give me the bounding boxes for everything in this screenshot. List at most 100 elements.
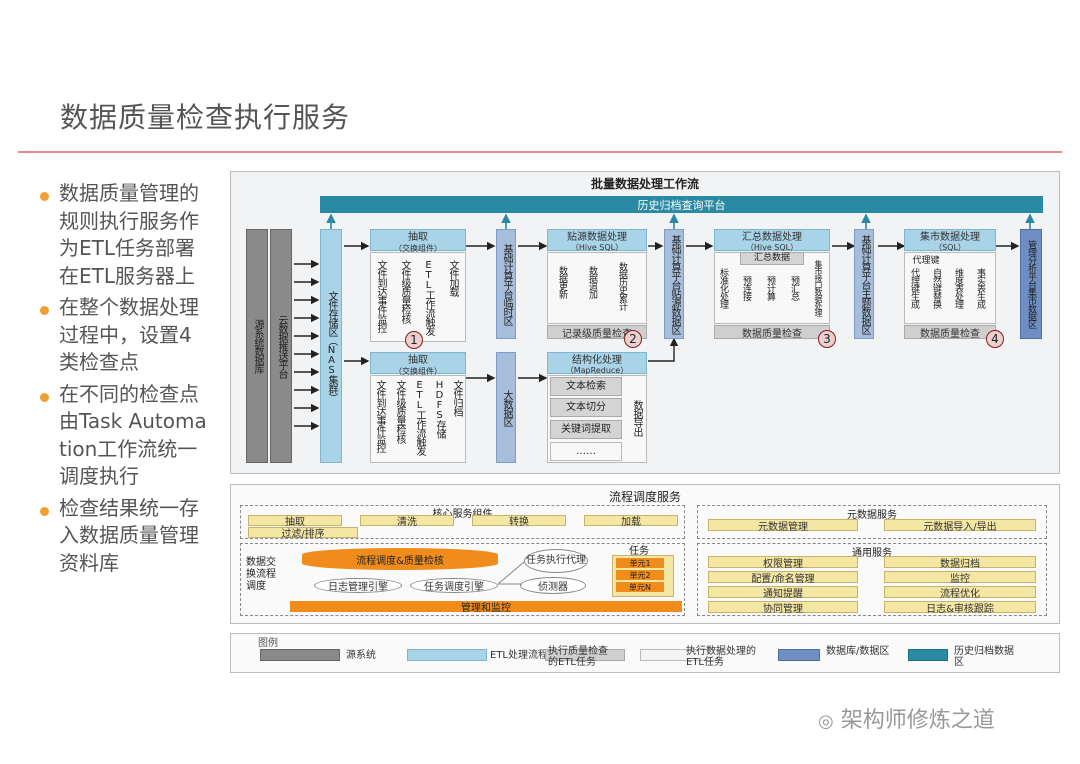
agg-proc-title: 汇总数据处理 — [742, 232, 802, 243]
agg-proc-item: 标准化处理 — [718, 268, 728, 308]
common-item: 权限管理 — [708, 556, 858, 570]
legend-swatch-source — [260, 649, 340, 661]
bullet-list: 数据质量管理的规则执行服务作为ETL任务部署在ETL服务器上 在整个数据处理过程… — [40, 180, 218, 581]
legend-title: 图例 — [258, 638, 278, 649]
bullet-dot-icon — [40, 306, 49, 315]
legend-swatch-process — [640, 649, 720, 661]
mgmt-area-label: 管理分析平台集市数据区 — [1026, 240, 1036, 328]
bullet-dot-icon — [40, 392, 49, 402]
bullet-item: 检查结果统一存入数据质量管理资料库 — [40, 495, 218, 578]
extract-top-item: 文件到达事件监控 — [375, 260, 386, 332]
mart-proc-item: 事实表生成 — [975, 268, 985, 308]
flow-arrows — [294, 213, 1035, 431]
big-data-label: 大数据区 — [501, 389, 512, 426]
legend-swatch-db — [778, 649, 820, 661]
mart-proc-check: 数据质量检查 — [904, 325, 996, 340]
core-services-group — [240, 505, 685, 539]
agg-proc-check: 数据质量检查 — [714, 325, 830, 340]
source-proc-item: 数据更新 — [557, 266, 567, 298]
task-agent: 任务执行代理 — [524, 549, 588, 573]
big-data-area: 大数据区 — [496, 352, 516, 463]
exchange-label: 数据交换流程调度 — [246, 557, 276, 592]
agg-proc-header: 汇总数据处理 （Hive SQL） — [714, 229, 830, 252]
workflow-title: 批量数据处理工作流 — [590, 177, 699, 191]
engine-links — [498, 561, 525, 585]
scheduling-title: 流程调度服务 — [608, 490, 681, 504]
struct-proc-item: 文本切分 — [550, 398, 622, 417]
source-proc-item: 数据历史累计 — [617, 262, 627, 310]
common-item: 配置/命名管理 — [708, 571, 858, 585]
source-proc-title: 贴源数据处理 — [567, 232, 627, 243]
source-proc-check: 记录级质量检查 — [547, 325, 647, 340]
checkpoint-2-badge: 2 — [624, 330, 642, 348]
task-unit: 单元N — [616, 582, 664, 592]
meta-item: 元数据管理 — [708, 519, 858, 533]
bullet-item: 在整个数据处理过程中，设置4类检查点 — [40, 294, 218, 377]
mart-proc-sub: （SQL） — [934, 243, 966, 252]
bullet-dot-icon — [40, 506, 49, 516]
agg-proc-item: 预汇总 — [789, 276, 799, 300]
extract-top-header: 抽取 （交换组件） — [370, 229, 466, 253]
bullet-dot-icon — [40, 192, 49, 201]
bullet-text: 数据质量管理的规则执行服务作为ETL任务部署在ETL服务器上 — [59, 181, 199, 288]
source-proc-item: 数据追加 — [587, 266, 597, 298]
base-temp-area: 基础计算平台临时区 — [496, 229, 516, 339]
extract-top-title: 抽取 — [408, 232, 428, 243]
extract-top-sub: （交换组件） — [394, 244, 442, 253]
agg-proc-sub: （Hive SQL） — [745, 243, 799, 252]
watermark: ◎ 架构师修炼之道 — [818, 702, 995, 734]
extract-top-item: 文件加载 — [447, 260, 458, 296]
bullet-text: 在不同的检查点由Task Automation工作流统一调度执行 — [59, 381, 207, 489]
struct-proc-item: 关键词提取 — [550, 420, 622, 439]
core-item: 过滤/排序 — [248, 527, 358, 540]
extract-bottom-title: 抽取 — [408, 355, 428, 366]
mart-proc-header: 集市数据处理 （SQL） — [904, 229, 996, 252]
task-unit: 单元1 — [616, 558, 664, 568]
extract-bottom-body — [370, 375, 466, 463]
extract-bottom-item: ETL工作流触发 — [414, 380, 425, 455]
meta-item: 元数据导入/导出 — [884, 519, 1036, 533]
meta-services-title: 元数据服务 — [847, 510, 897, 521]
legend-label: 执行质量检查的ETL任务 — [548, 646, 608, 668]
agg-proc-item: 预计算 — [765, 276, 775, 300]
extract-top-item: 文件级质量检核 — [399, 260, 410, 323]
common-services-title: 通用服务 — [852, 548, 892, 559]
legend-swatch-quality — [545, 649, 625, 661]
mart-proc-item: 维度表处理 — [953, 268, 963, 308]
title-divider — [18, 151, 1062, 153]
core-item: 清洗 — [360, 515, 454, 528]
struct-proc-sub: （MapReduce） — [565, 366, 629, 375]
log-engine: 日志管理引擎 — [314, 578, 402, 593]
source-proc-body — [547, 252, 647, 324]
detector: 侦测器 — [520, 577, 586, 594]
legend-swatch-history — [908, 649, 948, 661]
source-db-label: 源系统数据库 — [252, 319, 263, 373]
legend-label: ETL处理流程 — [490, 650, 548, 661]
file-store-column: 文件存储区（NAS集群） — [320, 229, 342, 463]
theme-area-label: 基础计算平台主题数据区 — [859, 234, 870, 334]
mart-proc-item: 自然键替换 — [931, 268, 941, 308]
mart-proc-title: 集市数据处理 — [920, 232, 980, 243]
flow-check-cylinder: 流程调度&质量检核 — [302, 548, 498, 570]
source-area: 基础计算平台贴源数据区 — [664, 229, 684, 339]
extract-bottom-item: HDFS存储 — [434, 380, 445, 438]
common-item: 日志&审核跟踪 — [884, 601, 1036, 615]
legend-label: 历史归档数据区 — [954, 646, 1014, 668]
extract-bottom-header: 抽取 （交换组件） — [370, 352, 466, 376]
agg-proc-item: 集市接口数据处理 — [814, 260, 823, 316]
task-unit: 单元2 — [616, 570, 664, 580]
checkpoint-3-badge: 3 — [818, 330, 836, 348]
legend-label: 数据库/数据区 — [826, 646, 890, 657]
source-proc-header: 贴源数据处理 （Hive SQL） — [547, 229, 647, 252]
cloud-push-column: 云数据推送平台 — [270, 229, 292, 463]
checkpoint-1-badge: 1 — [405, 331, 423, 349]
agg-proc-summary: 汇总数据 — [740, 252, 804, 265]
source-proc-sub: （Hive SQL） — [570, 243, 624, 252]
tasks-title: 任务 — [629, 546, 649, 557]
wechat-icon: ◎ — [818, 711, 834, 732]
mgmt-area: 管理分析平台集市数据区 — [1020, 229, 1042, 339]
bullet-item: 在不同的检查点由Task Automation工作流统一调度执行 — [40, 381, 218, 491]
common-item: 流程优化 — [884, 586, 1036, 600]
common-item: 通知提醒 — [708, 586, 858, 600]
common-services-group — [697, 543, 1047, 616]
